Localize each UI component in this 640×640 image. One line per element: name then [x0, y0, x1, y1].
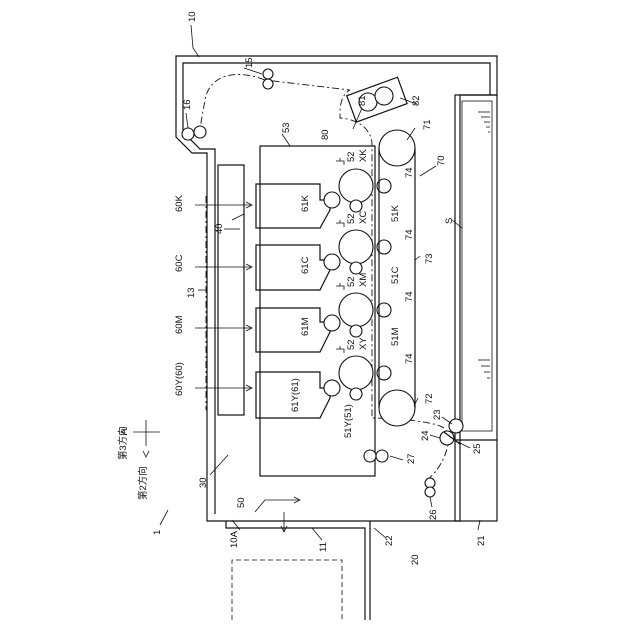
exit-dashed-box: [232, 560, 342, 620]
label-feed-path: 22: [384, 535, 395, 546]
label-dev-61y: 61Y(61): [290, 378, 301, 412]
charger-51y: [350, 388, 362, 400]
label-dev-61c: 61C: [300, 256, 311, 274]
label-dir-second: 第2方向: [137, 466, 149, 500]
toner-cartridge-m: [256, 308, 330, 352]
label-fixing-unit: 80: [320, 129, 331, 140]
label-exit-tray: 11: [318, 542, 329, 552]
label-dev-61m: 61M: [300, 317, 311, 336]
label-drum-y-num: 52: [346, 339, 357, 350]
label-drum-y-code: XY: [358, 337, 369, 350]
leader-lines: [160, 25, 480, 540]
toner-cartridge-k: [256, 184, 330, 228]
charger-51k: [350, 200, 362, 212]
drum-xk: [339, 169, 373, 203]
label-drum-k-num: 52: [346, 151, 357, 162]
dev-roller-61m: [324, 315, 340, 331]
label-sheet-feed: 20: [410, 554, 421, 565]
label-housing-opening: 10A: [229, 530, 240, 548]
label-fix-roller-82: 82: [411, 95, 422, 106]
label-transfer-c: 74: [404, 229, 415, 240]
label-toner-60m: 60M: [174, 315, 185, 334]
charger-51m: [350, 325, 362, 337]
label-transfer-m: 74: [404, 291, 415, 302]
label-charger-51k: 51K: [390, 204, 401, 222]
feed-tray-21: [455, 95, 497, 521]
label-housing: 10: [187, 11, 198, 22]
dev-roller-61y: [324, 380, 340, 396]
label-toner-60c: 60C: [174, 254, 185, 272]
label-roller-16: 16: [182, 99, 193, 110]
label-drum-c-num: 52: [346, 213, 357, 224]
label-roller-27: 27: [406, 453, 417, 464]
label-drum-k-code: XK: [358, 149, 369, 162]
roller-23: [449, 419, 463, 433]
label-unit-40: 40: [214, 223, 225, 234]
label-fuser: 13: [186, 287, 197, 298]
label-fix-roller-81: 81: [357, 95, 368, 106]
label-dir-third: 第3方向: [117, 426, 129, 460]
label-drum-m-code: XM: [358, 273, 369, 287]
toner-cartridge-c: [256, 245, 330, 290]
label-space-30: 30: [198, 477, 209, 488]
label-device: 1: [152, 530, 163, 535]
label-transfer-k: 74: [404, 167, 415, 178]
label-feed-tray: 21: [476, 535, 487, 546]
dev-roller-61k: [324, 192, 340, 208]
label-charger-51c: 51C: [390, 266, 401, 284]
charger-51c: [350, 262, 362, 274]
label-charger-51m: 51M: [390, 327, 401, 346]
roller-15b: [263, 79, 273, 89]
tray-hatch: [478, 112, 490, 378]
label-charger-51y: 51Y(51): [343, 404, 354, 438]
fix-roller-82: [375, 87, 393, 105]
roller-27b: [376, 450, 388, 462]
roller-16a: [182, 128, 194, 140]
roller-27a: [364, 450, 376, 462]
label-toner-60k: 60K: [174, 194, 185, 212]
roller-26b: [425, 487, 435, 497]
label-drum-m-num: 52: [346, 276, 357, 287]
label-sheet: S: [444, 218, 455, 224]
feed-tray-inner: [462, 101, 492, 431]
drum-xm: [339, 293, 373, 327]
drum-xy: [339, 356, 373, 390]
label-roller-24: 24: [420, 430, 431, 441]
label-toner-60y: 60Y(60): [174, 362, 185, 396]
roller-15a: [263, 69, 273, 79]
label-belt-unit: 70: [436, 155, 447, 166]
dev-roller-61c: [324, 254, 340, 270]
label-belt: 73: [424, 253, 435, 264]
label-frame-53: 53: [281, 122, 292, 133]
label-roller-15: 15: [244, 57, 255, 68]
label-roller-26: 26: [428, 509, 439, 520]
cover-50-arrows: [255, 497, 300, 532]
label-dev-61k: 61K: [300, 194, 311, 212]
label-transfer-y: 74: [404, 353, 415, 364]
unit-40: [218, 165, 244, 415]
housing-inner-outline: [183, 63, 490, 514]
label-roller-23: 23: [432, 409, 443, 420]
roller-16b: [194, 126, 206, 138]
housing-outline: [176, 56, 497, 521]
label-driven-roller: 72: [424, 393, 435, 404]
exit-tray-11: [226, 521, 365, 620]
label-roller-25: 25: [472, 443, 483, 454]
driven-roller-72: [379, 390, 415, 426]
label-drum-c-code: XC: [358, 211, 369, 224]
label-cover-50: 50: [236, 497, 247, 508]
label-drive-roller: 71: [422, 119, 433, 130]
drum-xc: [339, 230, 373, 264]
